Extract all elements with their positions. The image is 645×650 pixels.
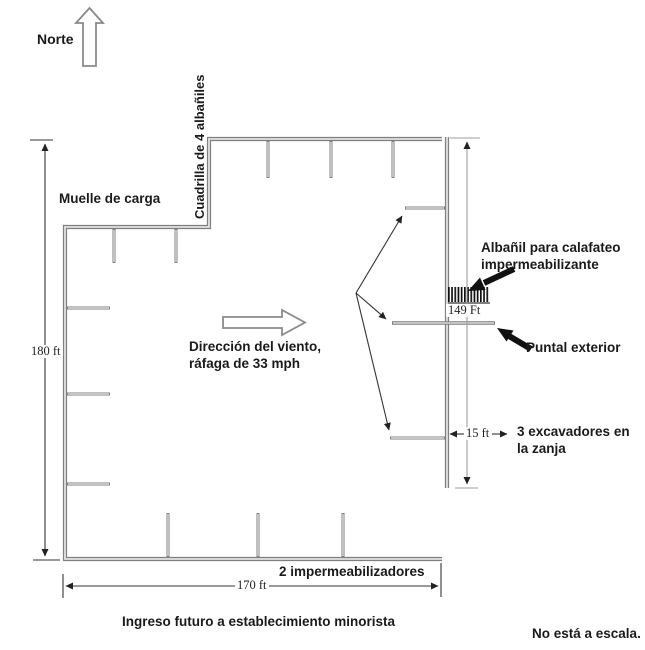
mason-crew-label: Cuadrilla de 4 albañiles — [192, 74, 207, 220]
future-entrance-label: Ingreso futuro a establecimiento minoris… — [122, 614, 396, 629]
north-arrow-icon — [73, 6, 106, 67]
mason-callout-arrow — [468, 266, 516, 291]
pointer-fan-arrows — [355, 215, 403, 431]
waterproofers-label: 2 impermeabilizadores — [279, 564, 425, 579]
excavators-label-line1: 3 excavadores en — [517, 424, 630, 439]
wind-label-line2: ráfaga de 33 mph — [189, 355, 301, 371]
wind-label: Dirección del viento,ráfaga de 33 mph — [189, 339, 321, 372]
dim-south-value: 170 ft — [235, 578, 269, 592]
excavators-label-line2: la zanja — [517, 440, 566, 456]
mason-label-line2: impermeabilizante — [481, 256, 599, 272]
not-to-scale-label: No está a escala. — [532, 626, 641, 641]
wind-arrow-icon — [222, 308, 307, 337]
building-outline — [62, 136, 442, 562]
mason-label-line1: Albañil para calafateo — [481, 240, 621, 255]
dim-trench-offset-value: 15 ft — [464, 426, 492, 440]
strut-label: Puntal exterior — [526, 340, 621, 355]
dim-west-value: 180 ft — [29, 344, 63, 358]
dim-east-value: 149 Ft — [446, 303, 483, 317]
wind-label-line1: Dirección del viento, — [189, 339, 322, 354]
strut-callout-arrow — [497, 328, 533, 352]
north-label: Norte — [37, 31, 74, 47]
loading-dock-label: Muelle de carga — [59, 191, 161, 206]
wall-stubs-inner — [68, 142, 444, 556]
